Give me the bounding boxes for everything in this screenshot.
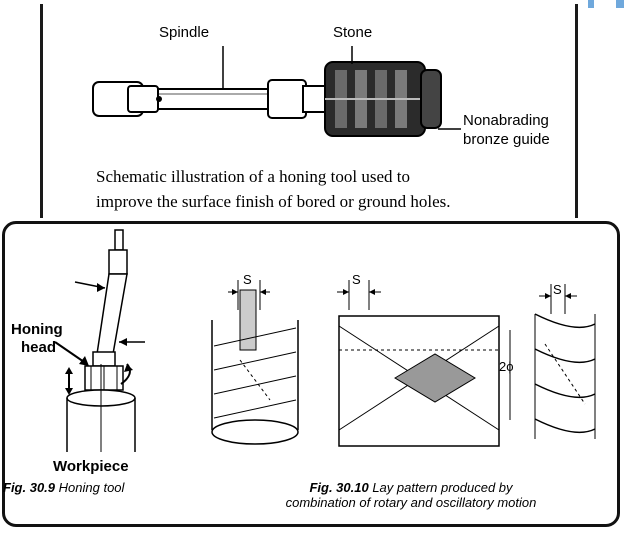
spindle-label: Spindle [159, 24, 210, 41]
honing-head-label-line1: Honing [11, 321, 63, 338]
s-label-2: S [352, 272, 361, 287]
workpiece-label: Workpiece [53, 458, 129, 475]
top-caption: Schematic illustration of a honing tool … [96, 164, 566, 214]
honing-figures-panel: Honing head Workpiece Fig. 30.9 Honing t… [2, 221, 620, 527]
honing-tool-figure [54, 229, 145, 452]
fig-30-9-caption: Fig. 30.9 Honing tool [3, 480, 124, 495]
top-caption-line2: improve the surface finish of bored or g… [96, 192, 451, 211]
lay-pattern-helix [534, 284, 596, 439]
s-label-3: S [553, 282, 562, 297]
fig-30-10-caption: Fig. 30.10 Lay pattern produced by combi… [241, 480, 581, 510]
honing-head-label-line2: head [21, 339, 57, 356]
bronze-guide [420, 69, 442, 129]
honing-tool-drawing [92, 46, 461, 137]
lay-pattern-crosshatch [337, 280, 511, 447]
fig-30-10-number: Fig. 30.10 [309, 480, 369, 495]
lay-pattern-cylinder-1 [211, 280, 299, 445]
top-caption-line1: Schematic illustration of a honing tool … [96, 167, 410, 186]
coupling [267, 79, 307, 119]
fig-30-9-number: Fig. 30.9 [3, 480, 56, 495]
stone-label: Stone [333, 24, 373, 41]
fig-30-10-text-line1: Lay pattern produced by [372, 480, 513, 495]
corner-fragment [588, 0, 624, 8]
two-phi-label: 2ϕ [499, 359, 514, 374]
s-label-1: S [243, 272, 252, 287]
guide-label-line1: Nonabrading [463, 112, 549, 129]
fig-30-9-text: Honing tool [58, 480, 125, 495]
guide-label-line2: bronze guide [463, 131, 550, 148]
honing-tool-schematic-panel: Spindle Stone Nonabrading bronze guide [40, 4, 578, 218]
fig-30-10-text-line2: combination of rotary and oscillatory mo… [285, 495, 537, 510]
